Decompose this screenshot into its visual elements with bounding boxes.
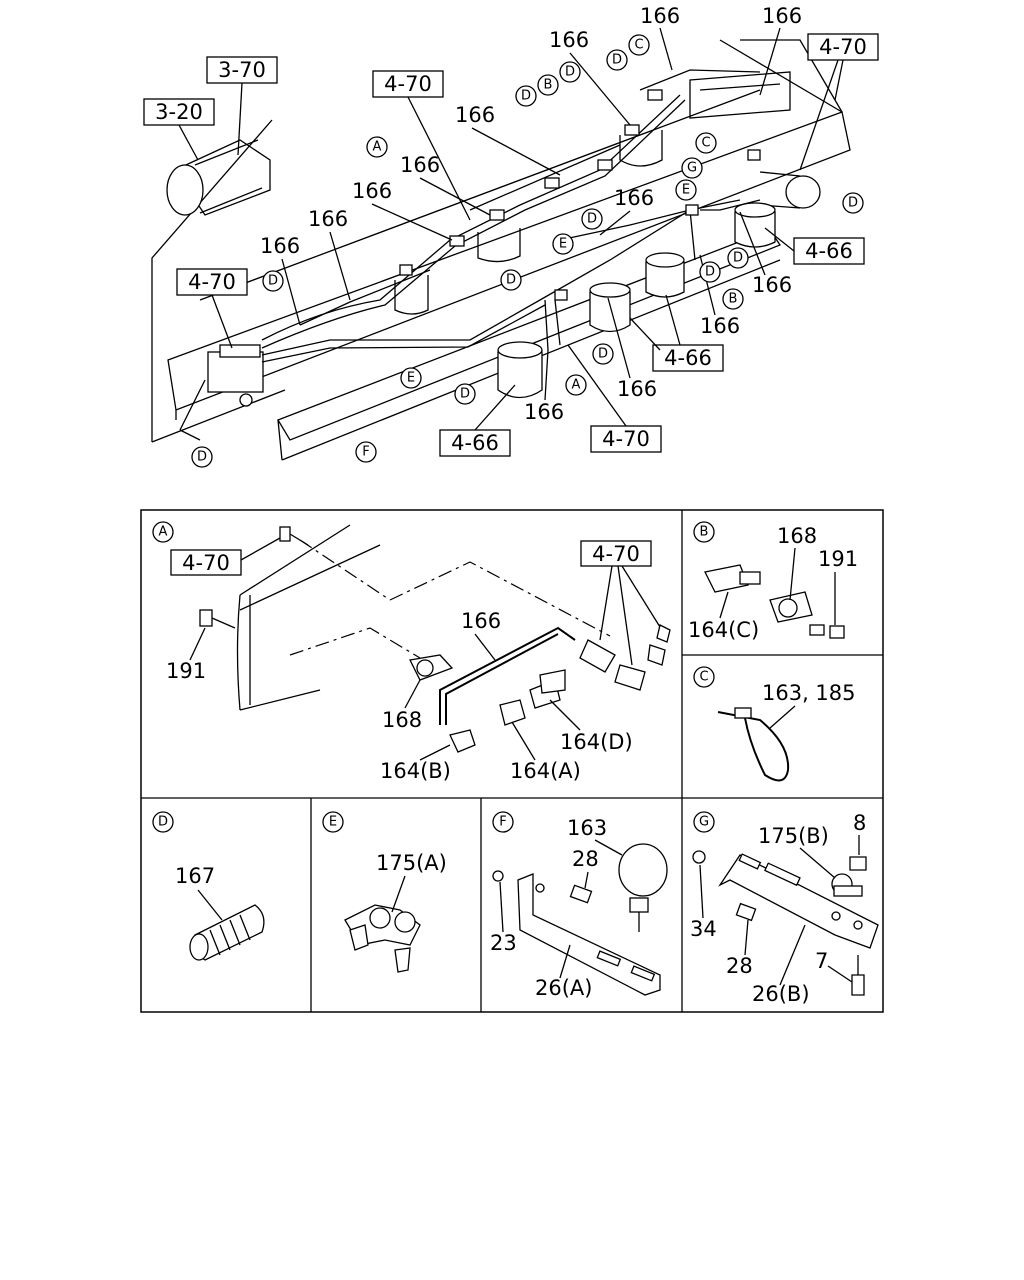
ref-4-70-b: 4-70 bbox=[819, 35, 867, 59]
callout-letter: B bbox=[729, 292, 738, 307]
detail-panel-e: E 175(A) bbox=[322, 811, 447, 973]
part-label-163: 163 bbox=[567, 816, 607, 840]
ref-4-70: 4-70 bbox=[592, 542, 640, 566]
part-label: 166 bbox=[617, 377, 657, 401]
ref-4-66-a: 4-66 bbox=[805, 239, 853, 263]
part-label: 166 bbox=[549, 28, 589, 52]
detail-panel-d: D 167 bbox=[152, 811, 265, 961]
part-label-28: 28 bbox=[726, 954, 753, 978]
part-label: 166 bbox=[614, 186, 654, 210]
detail-panel-f: F 163 28 23 26(A) bbox=[490, 811, 668, 1000]
part-label: 166 bbox=[455, 103, 495, 127]
callout-letter: D bbox=[197, 450, 207, 465]
part-label-34: 34 bbox=[690, 917, 717, 941]
part-label-168: 168 bbox=[777, 524, 817, 548]
callout-letter: D bbox=[733, 251, 743, 266]
callout-letter: D bbox=[460, 387, 470, 402]
ref-4-70-a: 4-70 bbox=[384, 72, 432, 96]
callout-letter: D bbox=[268, 274, 278, 289]
air-chambers bbox=[394, 130, 776, 399]
part-label-23: 23 bbox=[490, 931, 517, 955]
ref-3-70: 3-70 bbox=[218, 58, 266, 82]
valve-assembly bbox=[179, 344, 264, 441]
callout-letter: G bbox=[687, 161, 697, 176]
callout-letter: D bbox=[848, 196, 858, 211]
ref-4-70: 4-70 bbox=[182, 551, 230, 575]
part-labels-166: 166 166 166 166 166 166 166 166 166 166 … bbox=[260, 4, 802, 424]
callout-letter: C bbox=[634, 38, 643, 53]
part-label-191: 191 bbox=[166, 659, 206, 683]
callout-letter: E bbox=[559, 237, 567, 252]
callout-letter: A bbox=[373, 140, 382, 155]
part-label: 166 bbox=[752, 273, 792, 297]
part-label-28: 28 bbox=[572, 847, 599, 871]
part-label-175b: 175(B) bbox=[758, 824, 829, 848]
callout-letter: F bbox=[362, 445, 369, 460]
part-label-leaders bbox=[281, 27, 781, 401]
panel-letter: A bbox=[159, 525, 168, 540]
callout-letter: D bbox=[506, 273, 516, 288]
part-label-168: 168 bbox=[382, 708, 422, 732]
panel-letter: B bbox=[700, 525, 709, 540]
callout-letter: D bbox=[598, 347, 608, 362]
callout-circles: A D D E D F D E D A D B D C bbox=[191, 34, 864, 468]
part-label: 166 bbox=[260, 234, 300, 258]
detail-panel-b: B 168 191 164(C) bbox=[688, 521, 858, 642]
part-label-167: 167 bbox=[175, 864, 215, 888]
part-label-7: 7 bbox=[815, 949, 828, 973]
chassis-assembly-drawing: 3-70 3-20 4-70 4-70 4-70 4-66 4-66 4-66 … bbox=[143, 4, 879, 468]
ref-4-66-b: 4-66 bbox=[664, 346, 712, 370]
detail-panel-g: G 175(B) 8 34 28 7 26(B) bbox=[690, 811, 879, 1006]
part-label-191: 191 bbox=[818, 547, 858, 571]
panel-letter: C bbox=[699, 670, 708, 685]
part-label: 166 bbox=[308, 207, 348, 231]
panel-letter: G bbox=[699, 815, 709, 830]
part-label-164b: 164(B) bbox=[380, 759, 451, 783]
part-label: 166 bbox=[640, 4, 680, 28]
part-label-166: 166 bbox=[461, 609, 501, 633]
part-label-164c: 164(C) bbox=[688, 618, 759, 642]
air-tank-left bbox=[166, 139, 271, 216]
callout-letter: A bbox=[572, 378, 581, 393]
callout-letter: D bbox=[565, 65, 575, 80]
callout-letter: E bbox=[682, 183, 690, 198]
part-label: 166 bbox=[400, 153, 440, 177]
ref-3-20: 3-20 bbox=[155, 100, 203, 124]
air-tank-right bbox=[759, 171, 821, 209]
ref-4-70-c: 4-70 bbox=[188, 270, 236, 294]
part-label-164d: 164(D) bbox=[560, 730, 633, 754]
panel-letter: F bbox=[499, 815, 506, 830]
callout-letter: D bbox=[612, 53, 622, 68]
panel-letter: E bbox=[329, 815, 337, 830]
callout-letter: D bbox=[587, 212, 597, 227]
ref-4-66-c: 4-66 bbox=[451, 431, 499, 455]
part-label: 166 bbox=[524, 400, 564, 424]
ref-4-70-d: 4-70 bbox=[602, 427, 650, 451]
callout-letter: B bbox=[544, 78, 553, 93]
callout-letter: C bbox=[701, 136, 710, 151]
fittings bbox=[399, 89, 761, 301]
panel-letter: D bbox=[158, 815, 168, 830]
detail-panels-frame bbox=[140, 509, 884, 1013]
part-label-164a: 164(A) bbox=[510, 759, 581, 783]
detail-panel-a: A 4-70 4-70 bbox=[152, 521, 671, 783]
callout-letter: D bbox=[705, 265, 715, 280]
callout-letter: E bbox=[407, 371, 415, 386]
part-label-163-185: 163, 185 bbox=[762, 681, 856, 705]
part-label-8: 8 bbox=[853, 811, 866, 835]
part-label: 166 bbox=[700, 314, 740, 338]
part-label: 166 bbox=[762, 4, 802, 28]
callout-letter: D bbox=[521, 89, 531, 104]
part-label-175a: 175(A) bbox=[376, 851, 447, 875]
detail-panel-c: C 163, 185 bbox=[693, 666, 856, 782]
part-label-26b: 26(B) bbox=[752, 982, 810, 1006]
part-label-26a: 26(A) bbox=[535, 976, 592, 1000]
part-label: 166 bbox=[352, 179, 392, 203]
